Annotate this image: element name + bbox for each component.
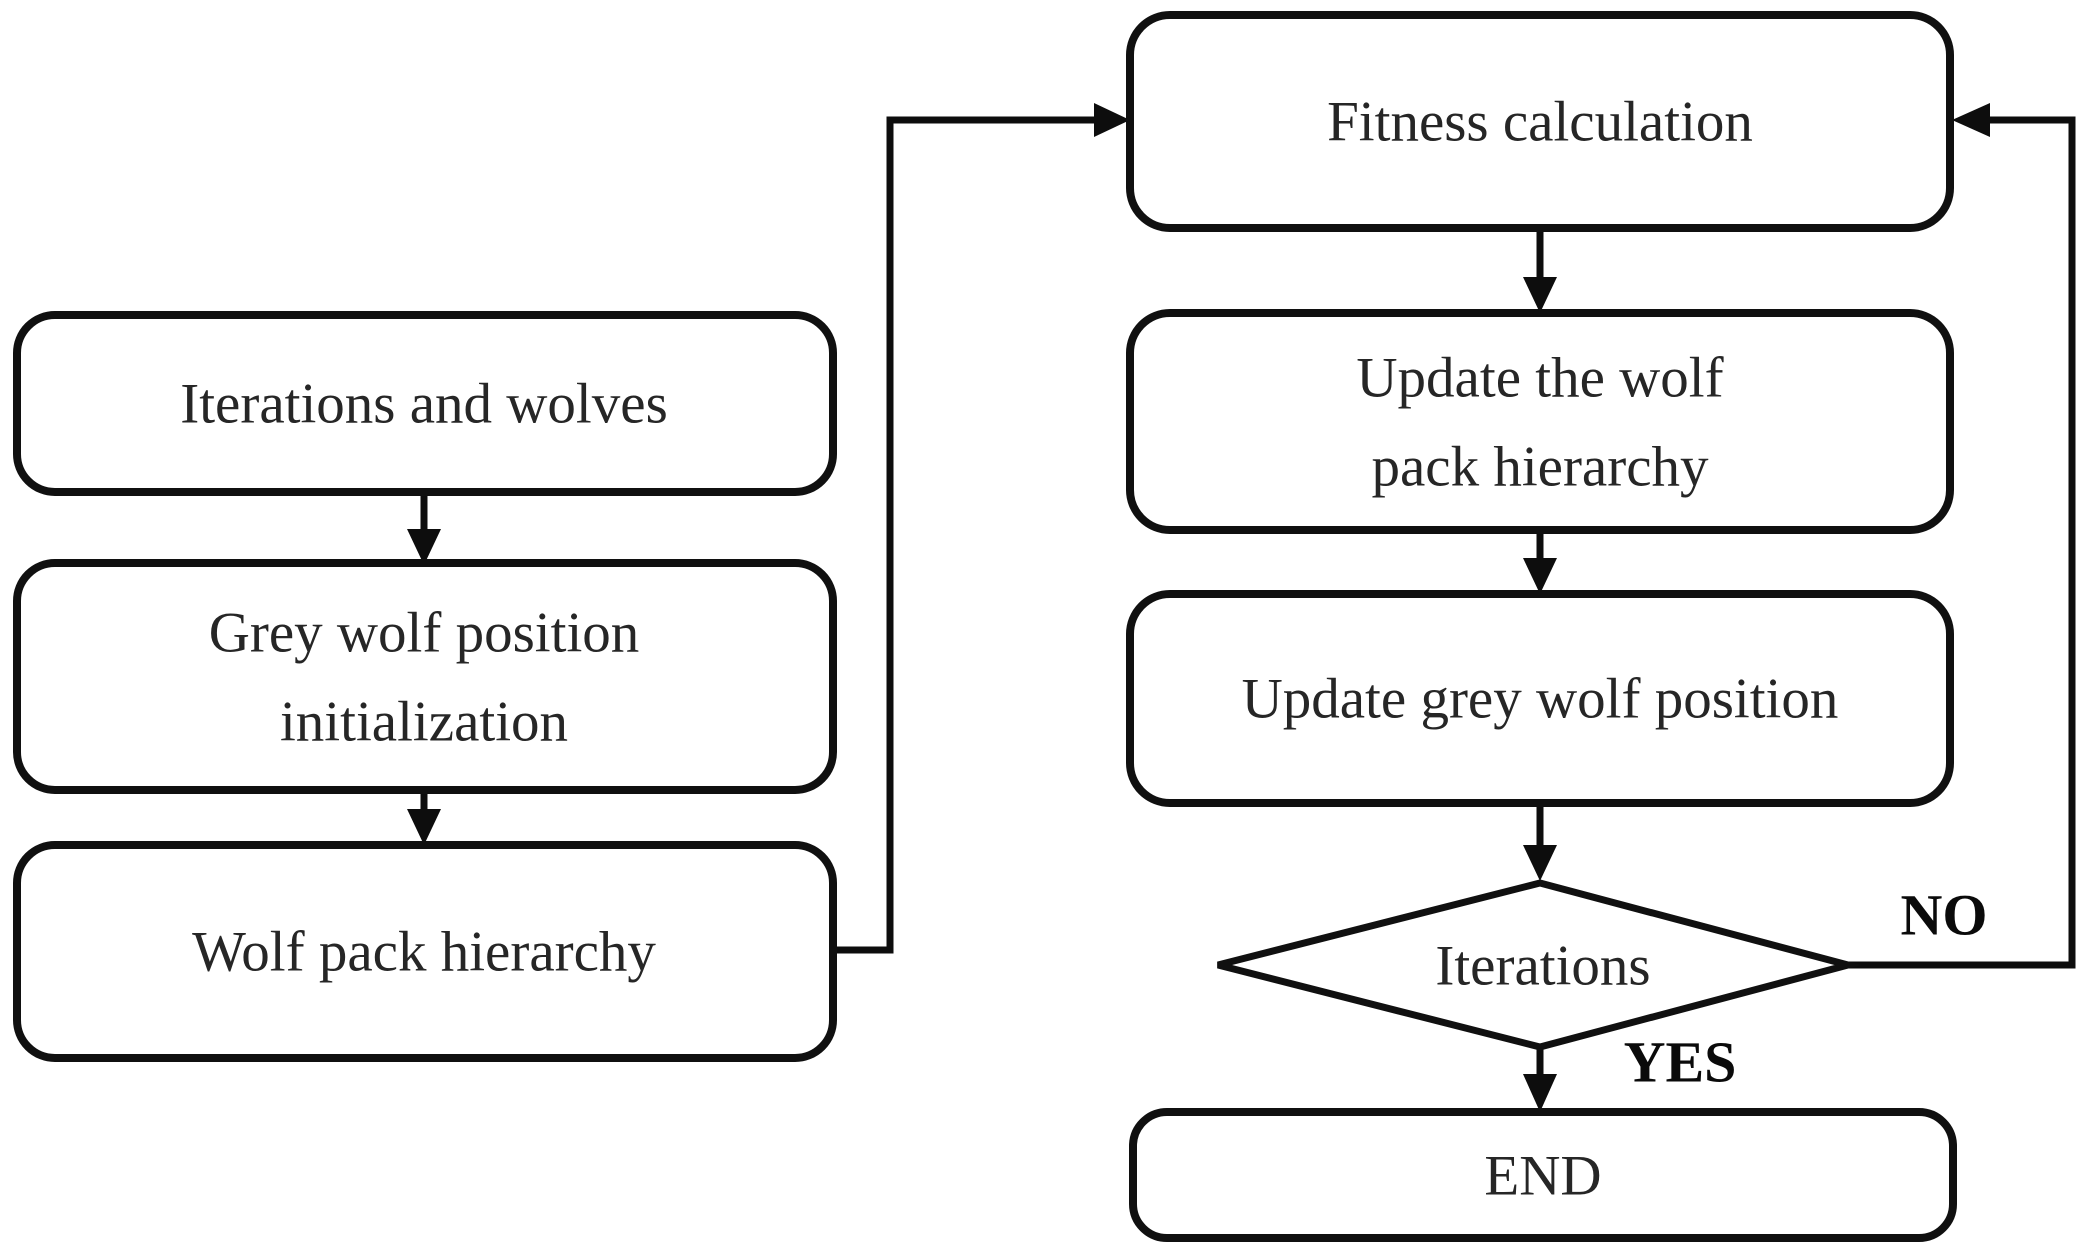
edge-fitness-to-update-hierarchy (1523, 228, 1557, 313)
node-update-grey-wolf-position-label: Update grey wolf position (1242, 668, 1839, 731)
arrowhead-left-icon (1952, 103, 1990, 137)
edge-label-no: NO (1901, 883, 1988, 948)
node-update-grey-wolf-position: Update grey wolf position (1126, 590, 1954, 807)
arrowhead-down-icon (1523, 845, 1557, 881)
node-update-wolf-pack-hierarchy: Update the wolf pack hierarchy (1126, 309, 1954, 534)
node-iterations-decision: Iterations (1217, 879, 1862, 1051)
node-grey-wolf-position-initialization-line1: Grey wolf position (209, 602, 640, 665)
node-iterations-and-wolves-label: Iterations and wolves (180, 373, 668, 436)
edge-label-yes: YES (1624, 1030, 1737, 1095)
edge-decision-to-fitness-no (1848, 103, 2076, 969)
arrowhead-down-icon (1523, 558, 1557, 594)
arrowhead-down-icon (1523, 1074, 1557, 1112)
arrowhead-down-icon (1523, 277, 1557, 313)
node-grey-wolf-position-initialization: Grey wolf position initialization (13, 559, 837, 794)
edge-iterations-to-init (407, 492, 441, 565)
node-wolf-pack-hierarchy-label: Wolf pack hierarchy (192, 921, 656, 984)
arrowhead-right-icon (1094, 103, 1130, 137)
arrowhead-down-icon (407, 529, 441, 565)
edge-init-to-hierarchy (407, 790, 441, 845)
edge-update-position-to-decision (1523, 803, 1557, 881)
node-fitness-calculation-label: Fitness calculation (1327, 91, 1753, 154)
node-iterations-and-wolves: Iterations and wolves (13, 311, 837, 496)
node-update-wolf-pack-hierarchy-line1: Update the wolf (1356, 347, 1723, 410)
edge-update-hierarchy-to-update-position (1523, 530, 1557, 594)
edge-hierarchy-to-fitness (833, 103, 1130, 954)
node-wolf-pack-hierarchy: Wolf pack hierarchy (13, 841, 837, 1062)
edge-decision-to-end-yes (1523, 1047, 1557, 1112)
node-update-wolf-pack-hierarchy-line2: pack hierarchy (1371, 436, 1709, 499)
node-fitness-calculation: Fitness calculation (1126, 11, 1954, 232)
arrowhead-down-icon (407, 809, 441, 845)
node-end: END (1129, 1108, 1957, 1242)
node-end-label: END (1484, 1145, 1601, 1208)
node-iterations-decision-label: Iterations (1435, 935, 1650, 998)
node-grey-wolf-position-initialization-line2: initialization (280, 691, 568, 754)
